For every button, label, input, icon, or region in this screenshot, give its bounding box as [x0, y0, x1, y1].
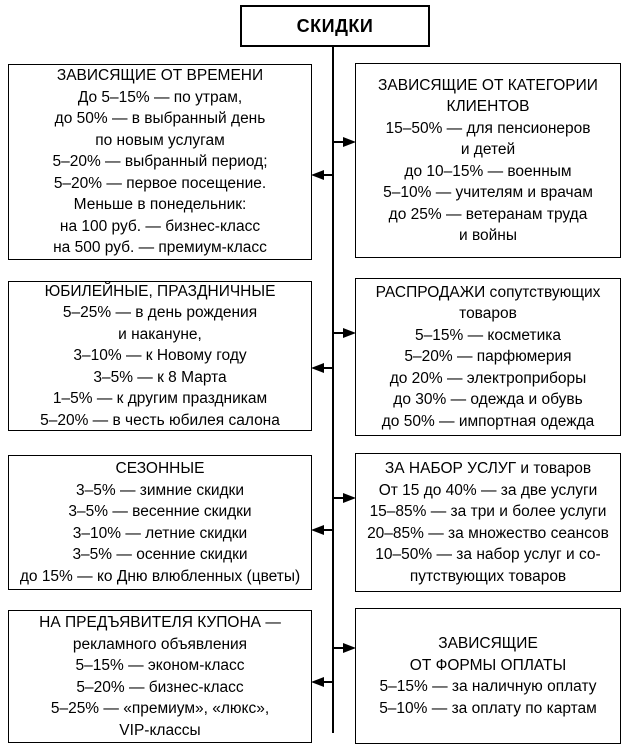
- box-client-category-discounts: ЗАВИСЯЩИЕ ОТ КАТЕГОРИИ КЛИЕНТОВ 15–50% — д…: [355, 63, 621, 258]
- arrow-right-icon: [343, 328, 356, 338]
- box-time-dependent-discounts: ЗАВИСЯЩИЕ ОТ ВРЕМЕНИ До 5–15% — по утрам,…: [8, 64, 312, 260]
- text-line: До 5–15% — по утрам,: [77, 88, 243, 106]
- arrow-left-icon: [311, 525, 324, 535]
- text-line: и войны: [458, 227, 517, 244]
- text-line: От 15 до 40% — за две услуги: [378, 481, 598, 499]
- text-line: 5–20% — парфюмерия: [404, 348, 572, 366]
- text-line: 3–10% — летние скидки: [72, 524, 248, 542]
- text-line: 3–5% — осенние скидки: [72, 546, 248, 563]
- text-line: ЮБИЛЕЙНЫЕ, ПРАЗДНИЧНЫЕ: [44, 282, 276, 300]
- text-line: 3–5% — весенние скидки: [68, 503, 252, 520]
- text-line: 10–50% — за набор услуг и со-: [375, 546, 601, 563]
- text-line: ЗАВИСЯЩИЕ ОТ КАТЕГОРИИ: [378, 76, 598, 94]
- text-line: 3–5% — зимние скидки: [76, 481, 244, 499]
- text-line: до 15% — ко Дню влюбленных (цветы): [19, 567, 301, 585]
- text-line: РАСПРОДАЖИ сопутствующих: [375, 283, 601, 301]
- box-coupon-bearer-discounts: НА ПРЕДЪЯВИТЕЛЯ КУПОНА — рекламного объяв…: [8, 610, 312, 743]
- text-line: товаров: [459, 305, 517, 323]
- text-line: 5–10% — учителям и врачам: [383, 184, 593, 201]
- title-box: СКИДКИ: [240, 5, 430, 47]
- text-line: 3–10% — к Новому году: [73, 347, 247, 365]
- text-line: до 50% — импортная одежда: [381, 412, 595, 430]
- diagram-title: СКИДКИ: [296, 15, 374, 36]
- text-line: 1–5% — к другим праздникам: [52, 390, 268, 408]
- arrow-right-icon: [343, 493, 356, 503]
- text-line: 5–20% — выбранный период;: [52, 153, 268, 171]
- text-line: VIP-классы: [119, 721, 201, 739]
- connector-line-left-3: [322, 529, 334, 531]
- text-line: 5–15% — эконом-класс: [75, 657, 245, 674]
- text-line: по новым услугам: [95, 131, 225, 149]
- text-line: 5–15% — за наличную оплату: [379, 678, 597, 695]
- text-line: 5–15% — косметика: [415, 326, 561, 344]
- box-service-bundle-discounts: ЗА НАБОР УСЛУГ и товаров От 15 до 40% — з…: [355, 453, 621, 592]
- text-line: Меньше в понедельник:: [73, 196, 247, 214]
- arrow-left-icon: [311, 170, 324, 180]
- text-line: НА ПРЕДЪЯВИТЕЛЯ КУПОНА —: [39, 614, 281, 631]
- text-line: ОТ ФОРМЫ ОПЛАТЫ: [409, 656, 567, 674]
- text-line: 15–50% — для пенсионеров: [385, 119, 591, 137]
- connector-line-left-1: [322, 174, 334, 176]
- text-line: ЗА НАБОР УСЛУГ и товаров: [384, 460, 592, 477]
- central-spine-line: [332, 47, 334, 733]
- connector-line-right-4: [334, 647, 345, 649]
- text-line: и детей: [460, 141, 516, 158]
- text-line: до 10–15% — военным: [404, 162, 572, 180]
- connector-line-right-2: [334, 332, 345, 334]
- box-jubilee-holiday-discounts: ЮБИЛЕЙНЫЕ, ПРАЗДНИЧНЫЕ 5–25% — в день рож…: [8, 281, 312, 431]
- text-line: и накануне,: [118, 325, 202, 343]
- text-line: КЛИЕНТОВ: [446, 98, 530, 115]
- text-line: ЗАВИСЯЩИЕ ОТ ВРЕМЕНИ: [56, 67, 264, 85]
- text-line: до 20% — электроприборы: [389, 369, 587, 387]
- box-related-goods-sales: РАСПРОДАЖИ сопутствующих товаров 5–15% — к…: [355, 278, 621, 436]
- text-line: ЗАВИСЯЩИЕ: [438, 635, 538, 652]
- connector-line-left-2: [322, 367, 334, 369]
- text-line: 15–85% — за три и более услуги: [369, 503, 607, 520]
- arrow-right-icon: [343, 137, 356, 147]
- text-line: до 25% — ветеранам труда: [388, 205, 588, 223]
- arrow-left-icon: [311, 363, 324, 373]
- box-seasonal-discounts: СЕЗОННЫЕ 3–5% — зимние скидки 3–5% — весен…: [8, 455, 312, 590]
- text-line: 5–25% — «премиум», «люкс»,: [50, 700, 270, 717]
- text-line: 5–20% — бизнес-класс: [76, 678, 244, 696]
- text-line: 5–25% — в день рождения: [62, 304, 258, 322]
- text-line: рекламного объявления: [72, 635, 248, 653]
- box-payment-form-discounts: ЗАВИСЯЩИЕ ОТ ФОРМЫ ОПЛАТЫ 5–15% — за налич…: [355, 608, 621, 744]
- text-line: до 30% — одежда и обувь: [393, 391, 583, 409]
- connector-line-right-3: [334, 497, 345, 499]
- text-line: на 100 руб. — бизнес-класс: [59, 217, 261, 235]
- text-line: путствующих товаров: [409, 567, 567, 585]
- connector-line-left-4: [322, 681, 334, 683]
- arrow-right-icon: [343, 643, 356, 653]
- text-line: на 500 руб. — премиум-класс: [53, 239, 267, 257]
- text-line: 5–20% — в честь юбилея салона: [40, 411, 280, 429]
- text-line: 20–85% — за множество сеансов: [367, 524, 609, 542]
- text-line: до 50% — в выбранный день: [54, 110, 266, 128]
- arrow-left-icon: [311, 677, 324, 687]
- text-line: СЕЗОННЫЕ: [115, 460, 205, 477]
- text-line: 3–5% — к 8 Марта: [93, 368, 227, 386]
- text-line: 5–20% — первое посещение.: [53, 174, 267, 192]
- text-line: 5–10% — за оплату по картам: [379, 699, 597, 717]
- connector-line-right-1: [334, 141, 345, 143]
